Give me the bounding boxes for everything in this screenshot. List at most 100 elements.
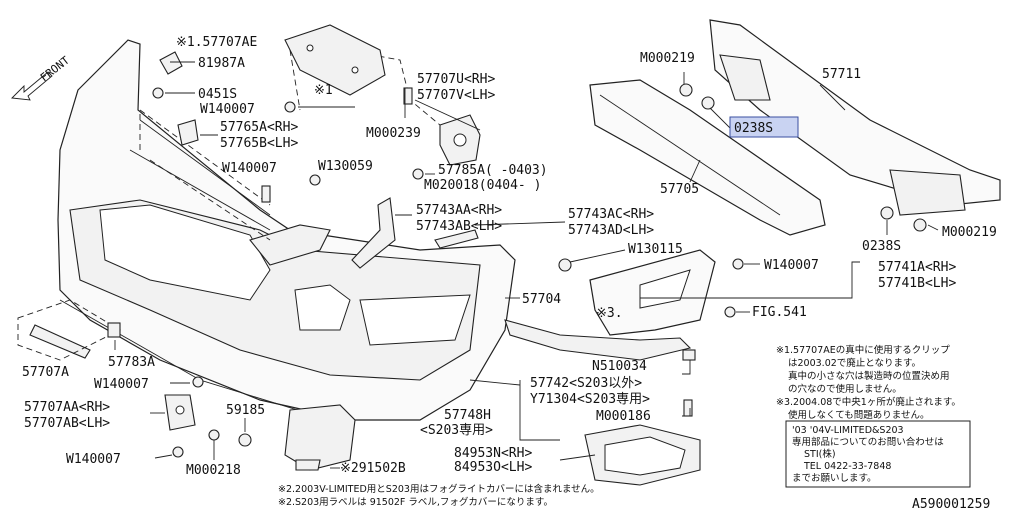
nut-0238s-top bbox=[701, 96, 715, 110]
diagram-id: A590001259 bbox=[912, 497, 990, 512]
box-note-2: 専用部品についてのお問い合わせは bbox=[792, 436, 944, 448]
bolt-m000239 bbox=[403, 87, 413, 105]
front-arrow-icon bbox=[11, 71, 53, 101]
label-84953n: 84953N<RH> bbox=[454, 446, 532, 461]
fog-cover-84953n bbox=[284, 404, 701, 486]
label-57743ad: 57743AD<LH> bbox=[568, 223, 654, 238]
label-0238s: 0238S bbox=[862, 239, 901, 254]
note-right-2: は2003.02で廃止となります。 bbox=[788, 357, 921, 369]
bracket-57707a bbox=[29, 324, 91, 359]
bolt-w140007-b bbox=[261, 185, 271, 203]
inquiry-box bbox=[785, 420, 971, 488]
bolt-0451s bbox=[152, 87, 164, 99]
label-57741a: 57741A<RH> bbox=[878, 260, 956, 275]
front-label: FRONT bbox=[38, 54, 72, 85]
label-n510034: N510034 bbox=[592, 359, 647, 374]
bracket-57707aa bbox=[164, 394, 196, 431]
label-fig541: FIG.541 bbox=[752, 305, 807, 320]
side-cover-57741a bbox=[589, 249, 716, 336]
label-0451s: 0451S bbox=[198, 87, 237, 102]
label-57783a: 57783A bbox=[108, 355, 155, 370]
note-bottom-2: ※2.S203用ラベルは 91502F ラベル,フォグカバーになります。 bbox=[278, 496, 553, 508]
bolt-w130115 bbox=[558, 258, 572, 272]
label-57707ab: 57707AB<LH> bbox=[24, 416, 110, 431]
label-291502b bbox=[295, 459, 321, 471]
label-m000239: M000239 bbox=[366, 126, 421, 141]
label-57741b: 57741B<LH> bbox=[878, 276, 956, 291]
bolt-fig541 bbox=[724, 306, 736, 318]
bolt-m000219-right bbox=[913, 218, 927, 232]
bolt-m020018 bbox=[412, 168, 424, 180]
label-57707v: 57707V<LH> bbox=[417, 88, 495, 103]
bolt-w130059 bbox=[309, 174, 321, 186]
bolt-w140007-d bbox=[192, 376, 204, 388]
bracket-57707u bbox=[439, 114, 481, 166]
label-w140007-c: W140007 bbox=[764, 258, 819, 273]
strip-57742 bbox=[504, 319, 692, 361]
nut-0238s-bottom bbox=[880, 206, 894, 220]
nut-n510034 bbox=[682, 349, 696, 361]
label-w130059: W130059 bbox=[318, 159, 373, 174]
label-w130115: W130115 bbox=[628, 242, 683, 257]
box-note-1: '03 '04V-LIMITED&S203 bbox=[792, 425, 904, 436]
clip-57783a bbox=[107, 322, 121, 338]
label-y71304: Y71304<S203専用> bbox=[530, 392, 650, 407]
label-57785a: 57785A( -0403) bbox=[438, 163, 548, 178]
bolt-m000219-top bbox=[679, 83, 693, 97]
clip-59185 bbox=[238, 433, 252, 447]
label-84953o: 84953O<LH> bbox=[454, 460, 532, 475]
label-w140007-d: W140007 bbox=[94, 377, 149, 392]
label-57707ae: ※1.57707AE bbox=[176, 35, 257, 50]
label-57743aa: 57743AA<RH> bbox=[416, 203, 502, 218]
label-81987a: 81987A bbox=[198, 56, 245, 71]
note-right-6: 使用しなくても問題ありません。 bbox=[788, 409, 929, 421]
cover-57707ae bbox=[284, 24, 386, 96]
note-right-1: ※1.57707AEの真中に使用するクリップ bbox=[776, 344, 950, 356]
label-m000218: M000218 bbox=[186, 463, 241, 478]
clip-81987a bbox=[159, 51, 183, 75]
label-ref3: ※3. bbox=[596, 306, 623, 321]
label-m000219-top: M000219 bbox=[640, 51, 695, 66]
bumper-face-57704 bbox=[57, 39, 516, 421]
label-57765a: 57765A<RH> bbox=[220, 120, 298, 135]
label-57765b: 57765B<LH> bbox=[220, 136, 298, 151]
label-291502b: ※291502B bbox=[340, 461, 406, 476]
beam-57711 bbox=[709, 19, 1001, 216]
bolt-w140007-c bbox=[732, 258, 744, 270]
absorber-57705 bbox=[589, 79, 826, 236]
label-s203only: <S203専用> bbox=[420, 423, 493, 438]
label-59185: 59185 bbox=[226, 403, 265, 418]
trim-57743aa bbox=[351, 197, 396, 269]
label-w140007-a: W140007 bbox=[200, 102, 255, 117]
note-right-4: の穴なので使用しません。 bbox=[788, 383, 902, 395]
label-57707a: 57707A bbox=[22, 365, 69, 380]
label-57743ab: 57743AB<LH> bbox=[416, 219, 502, 234]
label-57742: 57742<S203以外> bbox=[530, 376, 642, 391]
label-m000186: M000186 bbox=[596, 409, 651, 424]
label-m020018: M020018(0404- ) bbox=[424, 178, 541, 193]
label-57705: 57705 bbox=[660, 182, 699, 197]
label-57743ac: 57743AC<RH> bbox=[568, 207, 654, 222]
note-right-3: 真中の小さな穴は製造時の位置決め用 bbox=[788, 370, 950, 382]
note-bottom-1: ※2.2003V-LIMITED用とS203用はフォグライトカバーには含まれませ… bbox=[278, 483, 600, 495]
bolt-w140007-e bbox=[172, 446, 184, 458]
note-right-5: ※3.2004.08で中央1ヶ所が廃止されます。 bbox=[776, 396, 961, 408]
box-note-5: までお願いします。 bbox=[792, 473, 877, 484]
label-w140007-e: W140007 bbox=[66, 452, 121, 467]
label-57748h: 57748H bbox=[444, 408, 491, 423]
box-note-4: TEL 0422-33-7848 bbox=[803, 461, 891, 472]
box-note-3: STI(株) bbox=[804, 448, 836, 460]
trim-57743ac bbox=[434, 229, 479, 249]
label-57711: 57711 bbox=[822, 67, 861, 82]
label-ref1: ※1 bbox=[314, 83, 333, 98]
label-57704: 57704 bbox=[522, 292, 561, 307]
label-57707u: 57707U<RH> bbox=[417, 72, 495, 87]
bolt-m000186 bbox=[683, 399, 693, 417]
bolt-m000218 bbox=[208, 429, 220, 441]
clip-57765a bbox=[177, 119, 199, 146]
label-57707aa: 57707AA<RH> bbox=[24, 400, 110, 415]
label-m000219-right: M000219 bbox=[942, 225, 997, 240]
highlight-0238s bbox=[729, 116, 799, 138]
label-w140007-b: W140007 bbox=[222, 161, 277, 176]
